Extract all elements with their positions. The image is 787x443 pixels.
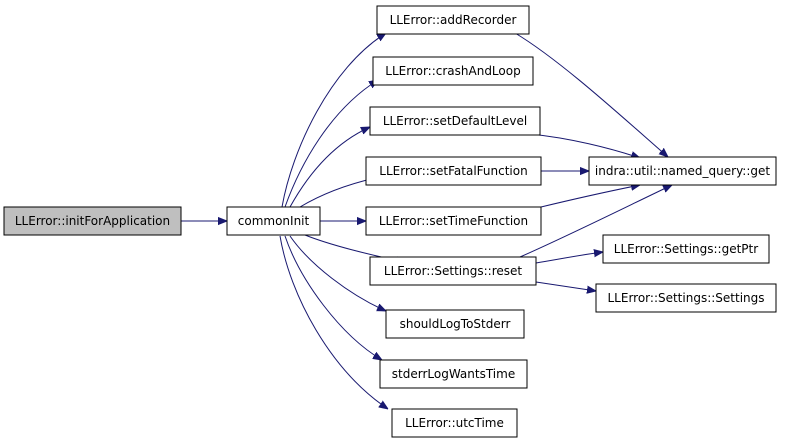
edge-settingsreset-to-settings: [535, 281, 596, 291]
edge-commoninit-to-addrecorder: [281, 33, 386, 208]
node-init-for-application[interactable]: LLError::initForApplication: [3, 206, 182, 236]
edge-settingsreset-to-get: [519, 185, 672, 258]
node-label: LLError::addRecorder: [390, 13, 517, 27]
edge-settimefunction-to-get: [540, 185, 640, 208]
edges: [181, 33, 672, 409]
edge-settingsreset-to-getptr: [535, 252, 603, 264]
node-should-log-to-stderr[interactable]: shouldLogToStderr: [385, 309, 525, 339]
node-label: commonInit: [238, 214, 310, 228]
edge-commoninit-to-setfatalfunction: [299, 178, 375, 208]
node-label: stderrLogWantsTime: [392, 367, 515, 381]
node-label: LLError::utcTime: [405, 416, 504, 430]
node-label: LLError::Settings::getPtr: [614, 242, 758, 256]
node-label: LLError::setDefaultLevel: [383, 114, 527, 128]
edge-commoninit-to-utctime: [279, 235, 388, 409]
edge-commoninit-to-shouldlogtostderr: [289, 235, 386, 311]
node-settings-reset[interactable]: LLError::Settings::reset: [369, 256, 537, 286]
node-label: LLError::setTimeFunction: [379, 214, 528, 228]
node-label: shouldLogToStderr: [400, 317, 511, 331]
node-label: LLError::setFatalFunction: [379, 164, 527, 178]
edge-commoninit-to-crashandloop: [284, 80, 378, 208]
node-settings-get-ptr[interactable]: LLError::Settings::getPtr: [602, 234, 770, 264]
node-label: indra::util::named_query::get: [595, 164, 770, 178]
node-set-default-level[interactable]: LLError::setDefaultLevel: [369, 106, 541, 136]
node-label: LLError::crashAndLoop: [385, 64, 520, 78]
node-set-fatal-function[interactable]: LLError::setFatalFunction: [365, 156, 542, 186]
edge-addrecorder-to-get: [514, 32, 668, 157]
node-settings-ctor[interactable]: LLError::Settings::Settings: [595, 283, 777, 313]
node-label: LLError::Settings::reset: [384, 264, 522, 278]
edge-setdefaultlevel-to-get: [529, 133, 640, 158]
node-label: LLError::Settings::Settings: [607, 291, 764, 305]
node-stderr-log-wants-time[interactable]: stderrLogWantsTime: [379, 359, 528, 389]
node-named-query-get[interactable]: indra::util::named_query::get: [588, 156, 777, 186]
node-utc-time[interactable]: LLError::utcTime: [391, 408, 518, 438]
node-set-time-function[interactable]: LLError::setTimeFunction: [365, 206, 542, 236]
node-crash-and-loop[interactable]: LLError::crashAndLoop: [372, 56, 534, 86]
node-common-init[interactable]: commonInit: [226, 206, 321, 236]
node-label: LLError::initForApplication: [15, 214, 170, 228]
edge-commoninit-to-setdefaultlevel: [289, 127, 370, 208]
edge-commoninit-to-stderrlogwantstime: [284, 235, 382, 360]
node-add-recorder[interactable]: LLError::addRecorder: [376, 5, 530, 35]
